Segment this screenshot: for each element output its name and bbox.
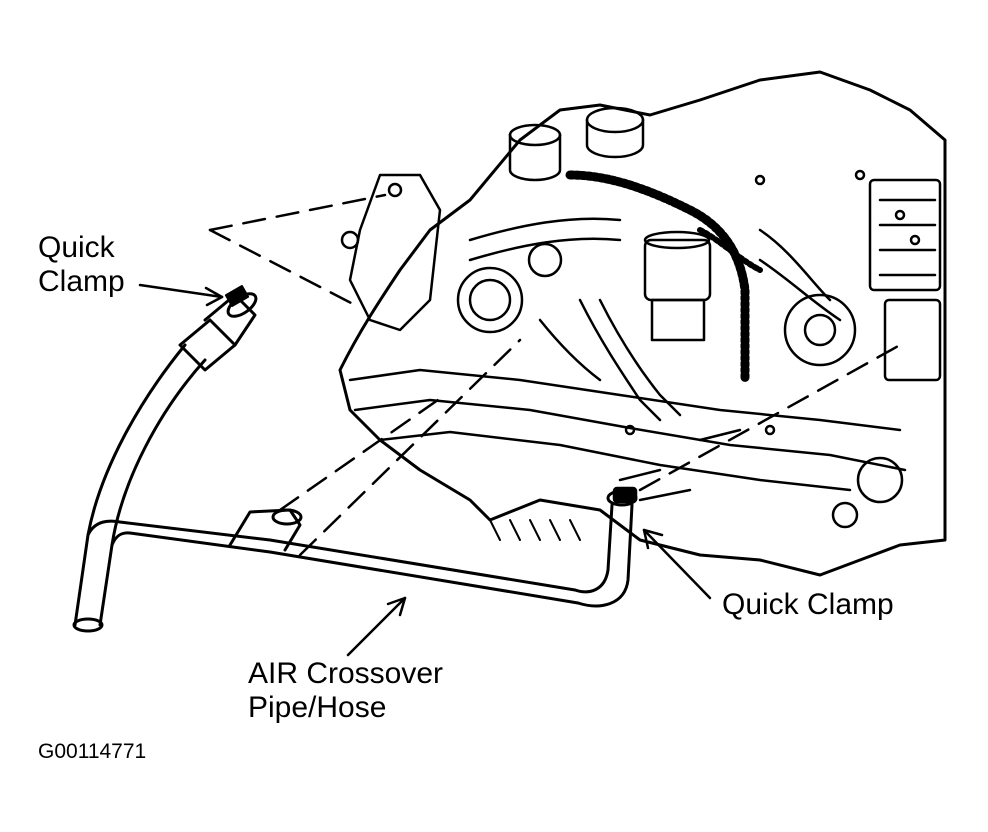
air-crossover-label: AIR Crossover Pipe/Hose (248, 657, 443, 725)
arrow-quick-clamp-right (642, 528, 712, 600)
quick-clamp-right-text: Quick Clamp (722, 588, 894, 621)
dashed-guides (208, 193, 902, 557)
quick-clamp-top-line2: Clamp (38, 265, 125, 298)
arrow-quick-clamp-top (138, 283, 224, 299)
air-crossover-line1: AIR Crossover (248, 657, 444, 690)
quick-clamp-right-label: Quick Clamp (722, 588, 894, 622)
figure-id: G00114771 (38, 740, 147, 763)
callout-arrows (138, 283, 712, 657)
arrow-air-crossover (346, 596, 407, 657)
air-crossover-line2: Pipe/Hose (248, 691, 387, 724)
quick-clamp-top-label: Quick Clamp (38, 231, 125, 299)
quick-clamp-icons (224, 285, 638, 504)
engine-assembly (338, 70, 947, 577)
air-crossover-pipe (72, 292, 638, 633)
quick-clamp-top-line1: Quick (38, 231, 115, 264)
